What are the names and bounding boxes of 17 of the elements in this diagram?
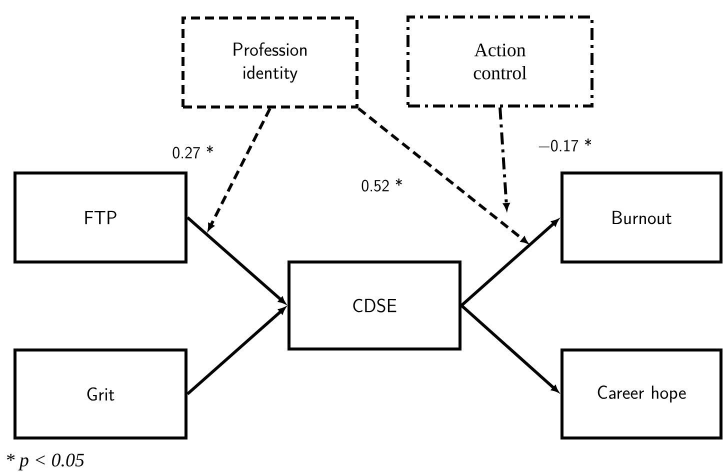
arrow	[208, 108, 272, 231]
edge-label: 0.27 *	[171, 144, 215, 160]
moderator-box: Profession identity	[182, 16, 358, 108]
moderator-box: Action control	[406, 16, 594, 108]
arrow	[186, 307, 286, 396]
arrow	[460, 304, 559, 392]
variable-box: CDSE	[288, 260, 462, 350]
variable-box: FTP	[14, 172, 188, 264]
arrow	[460, 219, 559, 307]
arrow	[358, 107, 528, 244]
variable-box: Career hope	[560, 348, 722, 440]
edge-label: −0.17 *	[536, 138, 594, 152]
variable-box: Burnout	[560, 172, 722, 264]
arrow	[186, 216, 286, 304]
variable-box: Grit	[14, 348, 188, 440]
arrow	[498, 107, 510, 210]
edge-label: 0.52 *	[360, 178, 404, 192]
